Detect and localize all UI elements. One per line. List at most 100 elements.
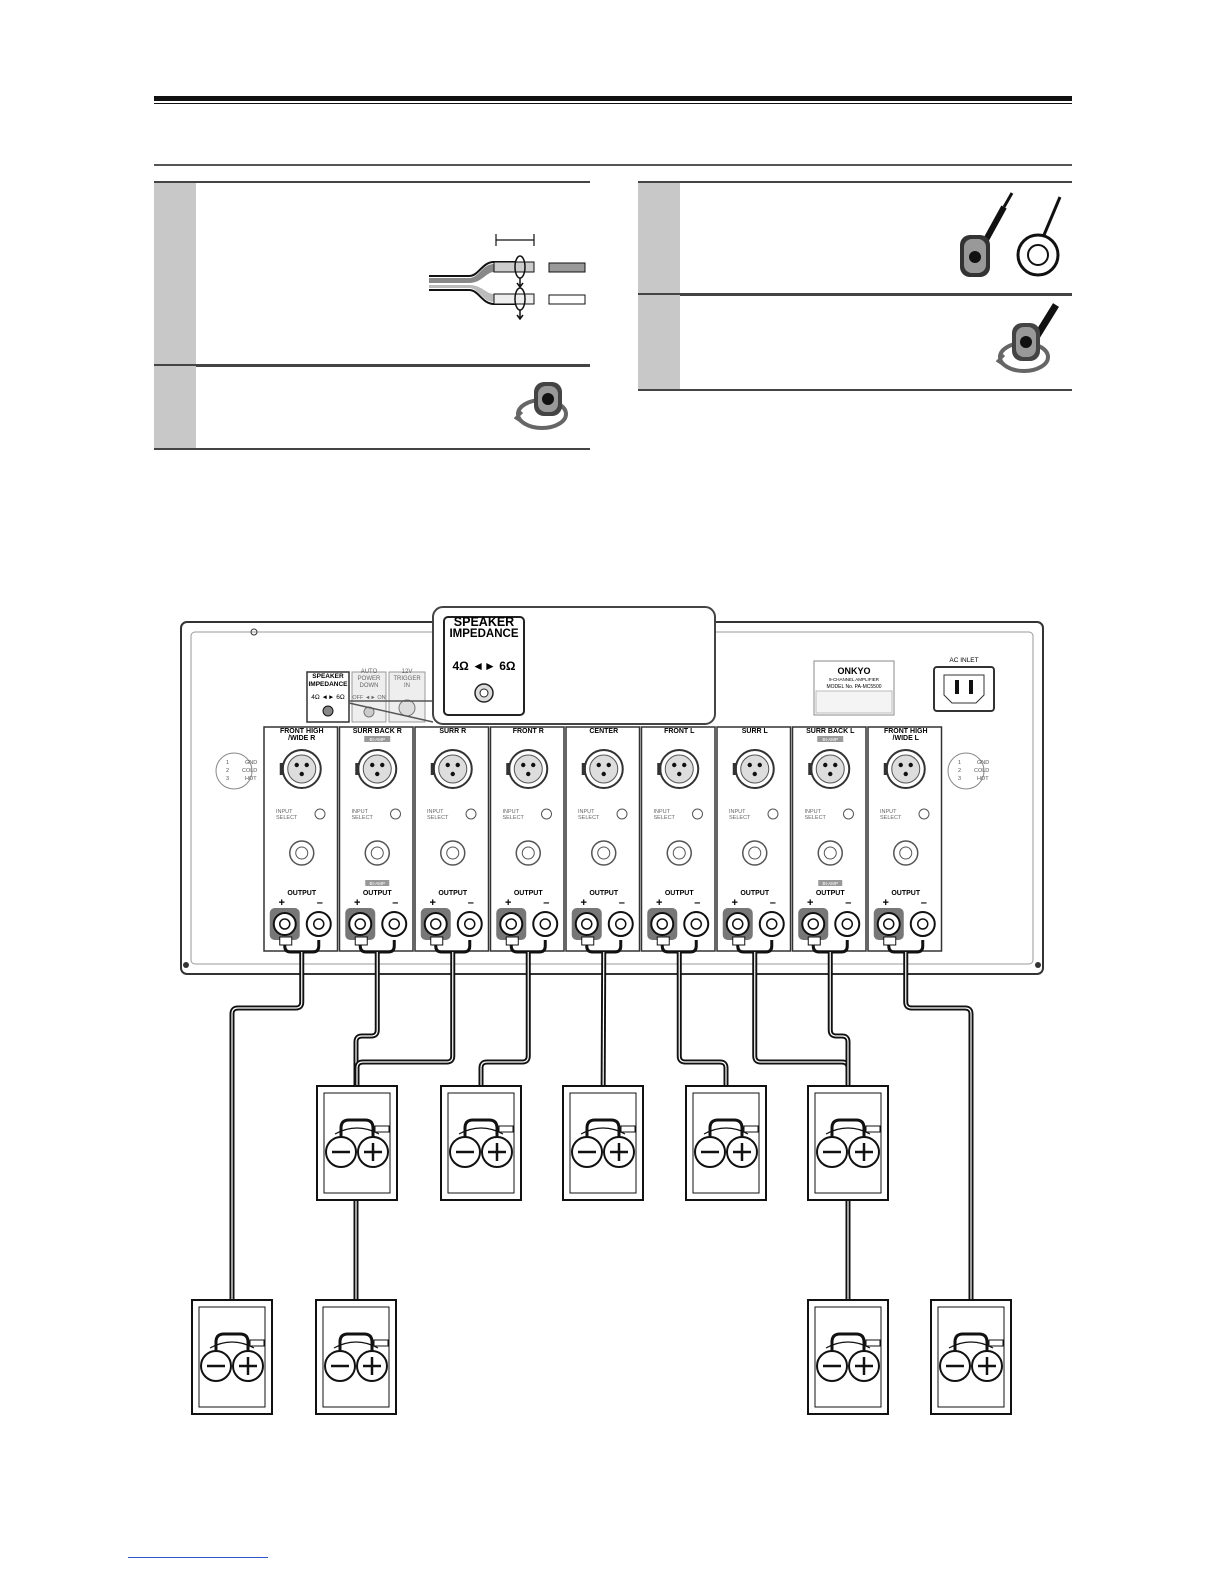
input-select-label: INPUT: [578, 809, 595, 815]
speaker-cables: [229, 936, 974, 1334]
svg-text:HOT: HOT: [245, 776, 257, 782]
svg-text:1: 1: [226, 760, 229, 766]
speaker: –+: [562, 1085, 644, 1201]
cable-tag: [807, 936, 821, 946]
wire-insert-illustration: [960, 192, 1062, 277]
speaker-sign-minus: –: [204, 1409, 205, 1411]
input-select-switch[interactable]: [541, 808, 552, 820]
output-label: OUTPUT: [816, 890, 846, 897]
input-select-label-2: SELECT: [578, 815, 600, 821]
speaker-sign-plus: +: [206, 1409, 207, 1411]
output-minus-sign: –: [921, 897, 927, 909]
input-select-label: INPUT: [805, 809, 822, 815]
input-select-label-2: SELECT: [427, 815, 449, 821]
trigger-label-3: IN: [404, 683, 410, 689]
output-label: OUTPUT: [665, 890, 695, 897]
header-rule-thick: [154, 96, 1072, 101]
svg-text:HOT: HOT: [977, 776, 989, 782]
input-select-switch[interactable]: [918, 808, 930, 820]
input-select-switch[interactable]: [616, 808, 628, 820]
speaker-sign-plus: +: [700, 1195, 701, 1197]
svg-text:2: 2: [226, 768, 229, 774]
channel-name-line2: /WIDE L: [893, 735, 920, 742]
step-box-strip-wire: [154, 181, 590, 367]
bi-amp-badge: BI-AMP: [369, 737, 385, 742]
speaker-cable: [229, 952, 305, 1334]
input-select-label: INPUT: [503, 809, 520, 815]
speaker-cable: [903, 952, 974, 1334]
input-select-label-2: SELECT: [880, 815, 902, 821]
output-label: OUTPUT: [589, 890, 619, 897]
panel-impedance-setting: 4Ω ◄► 6Ω: [311, 694, 345, 701]
step-number-tab: [154, 183, 196, 365]
input-select-switch[interactable]: [843, 808, 854, 820]
model-line-2: MODEL No. PA-MC5500: [826, 684, 881, 690]
output-plus-sign: +: [883, 897, 889, 909]
speaker-sign-minus: –: [453, 1195, 454, 1197]
step-number-tab: [154, 366, 196, 448]
svg-text:3: 3: [958, 776, 961, 782]
auto-power-label-2: POWER: [358, 676, 381, 682]
channel-module: SURR BACK RBI-AMPINPUTSELECTBI-AMPOUTPUT…: [338, 726, 414, 952]
input-select-label: INPUT: [352, 809, 369, 815]
output-minus-sign: –: [694, 897, 700, 909]
speaker-sign-plus: +: [455, 1195, 456, 1197]
trigger-jack[interactable]: [398, 699, 416, 717]
step-box-unscrew-terminal: [154, 364, 590, 450]
input-select-switch[interactable]: [314, 808, 326, 820]
speaker-sign-minus: –: [575, 1195, 576, 1197]
speaker-sign-plus: +: [945, 1409, 946, 1411]
channel-name: FRONT L: [664, 728, 695, 735]
cable-tag: [656, 936, 670, 946]
channel-name: SURR BACK R: [353, 728, 402, 735]
stripped-wire-illustration: [429, 234, 586, 321]
speaker-sign-minus: –: [328, 1409, 329, 1411]
auto-power-label-1: AUTO: [361, 669, 378, 675]
input-select-label: INPUT: [880, 809, 897, 815]
output-plus-sign: +: [732, 897, 738, 909]
output-plus-sign: +: [807, 897, 813, 909]
terminal-unscrew-icon: [514, 382, 568, 430]
bi-amp-badge: BI-AMP: [822, 881, 838, 886]
section-rule: [154, 164, 1072, 166]
input-select-switch[interactable]: [465, 808, 477, 820]
channel-name: FRONT HIGH: [884, 728, 928, 735]
input-select-switch[interactable]: [692, 808, 703, 820]
bi-amp-badge: BI-AMP: [369, 881, 385, 886]
speaker-sign-minus: –: [820, 1195, 821, 1197]
speaker-sign-minus: –: [329, 1195, 330, 1197]
output-plus-sign: +: [505, 897, 511, 909]
panel-impedance-label-2: IMPEDANCE: [308, 681, 348, 688]
speaker: –+: [316, 1085, 398, 1201]
output-plus-sign: +: [430, 897, 436, 909]
ac-inlet-label: AC INLET: [949, 657, 978, 664]
channel-name-line2: /WIDE R: [288, 735, 315, 742]
speaker: –+: [685, 1085, 767, 1201]
input-select-switch[interactable]: [767, 808, 779, 820]
footer-link-line: [128, 1557, 268, 1558]
input-select-label-2: SELECT: [503, 815, 525, 821]
step-box-tighten-terminal: [638, 293, 1072, 391]
panel-impedance-switch[interactable]: [322, 705, 334, 717]
channel-name: SURR BACK L: [806, 728, 855, 735]
auto-power-label-3: DOWN: [360, 683, 379, 689]
speakers: –+–+–+–+–+–+–+–+–+: [191, 1085, 1012, 1415]
svg-text:2: 2: [958, 768, 961, 774]
input-select-switch[interactable]: [390, 808, 401, 820]
trigger-label-1: 12V: [402, 669, 413, 675]
output-label: OUTPUT: [287, 890, 317, 897]
channel-modules: FRONT HIGH/WIDE RINPUTSELECTOUTPUT+–SURR…: [263, 726, 943, 952]
channel-module: SURR BACK LBI-AMPINPUTSELECTBI-AMPOUTPUT…: [791, 726, 867, 952]
output-label: OUTPUT: [438, 890, 468, 897]
cable-tag: [279, 936, 293, 946]
speaker-sign-plus: +: [577, 1195, 578, 1197]
output-minus-sign: –: [392, 897, 398, 909]
step-number-tab: [638, 295, 680, 389]
channel-name: SURR L: [742, 728, 769, 735]
input-select-label: INPUT: [276, 809, 293, 815]
speaker: –+: [807, 1085, 889, 1201]
model-line-1: 9-CHANNEL AMPLIFIER: [829, 677, 880, 682]
xlr-pin-legend-right: 1 2 3 GND COLD HOT: [947, 752, 989, 790]
